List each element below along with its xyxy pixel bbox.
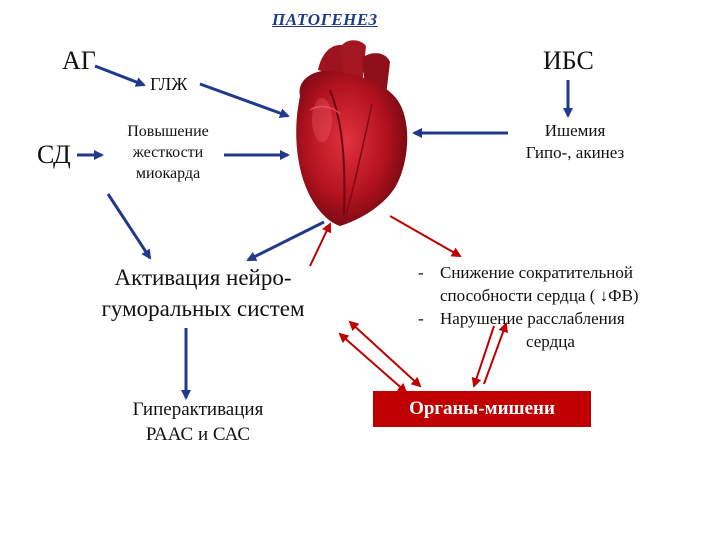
effects-item-1-line-2: способности сердца ( ↓ФВ) (440, 285, 639, 305)
effects-item-2-line-1: Нарушение расслабления (440, 308, 625, 328)
node-stiffness: Повышение жесткости миокарда (112, 122, 224, 184)
activation-line-1: Активация нейро- (114, 265, 292, 290)
hyper-line-2: РААС и САС (145, 423, 251, 445)
arrow-organs-effects (483, 322, 508, 385)
arrow-ag-glzh (94, 64, 146, 87)
ischemia-line-2: Гипо-, акинез (525, 143, 625, 163)
hyper-line-1: Гиперактивация (132, 399, 264, 420)
bullet-2: - (418, 308, 424, 328)
node-effects: -Снижение сократительной способности сер… (418, 262, 639, 354)
arrow-activation-heart (309, 222, 332, 267)
node-ibs: ИБС (543, 46, 594, 75)
stiffness-line-2: жесткости (132, 143, 204, 161)
effects-item-1: -Снижение сократительной (418, 262, 639, 285)
node-ag: АГ (62, 46, 96, 75)
node-hyperactivation: Гиперактивация РААС и САС (98, 398, 298, 447)
stiffness-line-3: миокарда (135, 164, 201, 182)
node-ischemia: Ишемия Гипо-, акинез (505, 120, 645, 164)
node-activation: Активация нейро- гуморальных систем (58, 262, 348, 324)
arrow-heart-effects (389, 215, 462, 257)
arrow-glzh-heart (199, 82, 290, 118)
effects-item-2-line-2: сердца (526, 331, 575, 351)
node-target-organs: Органы-мишени (373, 391, 591, 427)
arrow-effects-organs (471, 325, 495, 388)
activation-line-2: гуморальных систем (101, 296, 305, 322)
arrow-sd-activation (106, 193, 152, 260)
arrow-activation-organs (348, 320, 422, 388)
effects-item-2: -Нарушение расслабления (418, 308, 639, 331)
arrow-organs-activation (338, 332, 408, 394)
page-title: ПАТОГЕНЕЗ (272, 10, 378, 29)
heart-image (296, 40, 408, 226)
stiffness-line-1: Повышение (127, 123, 209, 140)
effects-item-1-line-1: Снижение сократительной (440, 263, 633, 282)
bullet-1: - (418, 263, 424, 282)
ischemia-line-1: Ишемия (544, 121, 606, 140)
node-sd: СД (37, 140, 71, 169)
node-glzh: ГЛЖ (150, 74, 188, 94)
arrow-heart-activation (246, 220, 325, 262)
